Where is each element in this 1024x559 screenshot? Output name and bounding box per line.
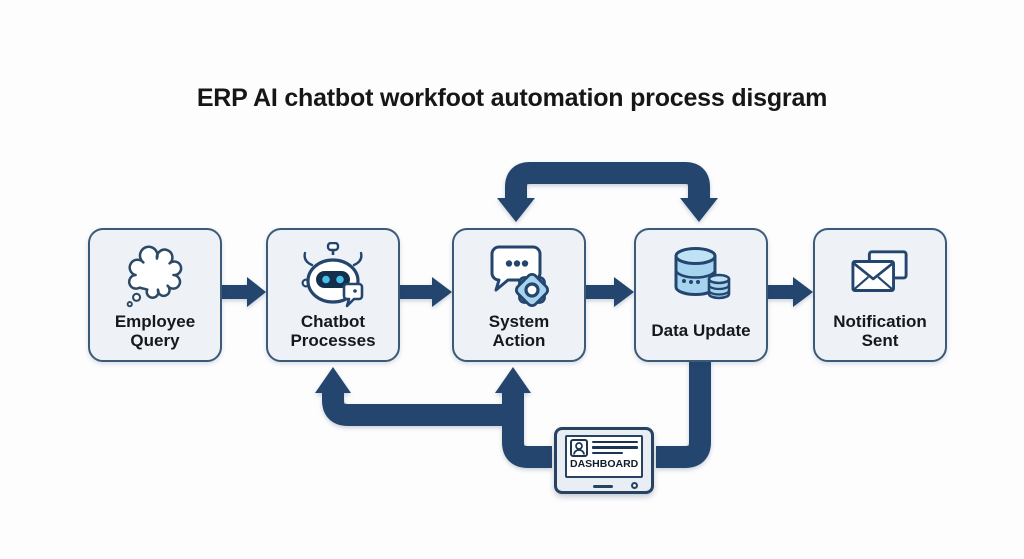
top-loop-system-data xyxy=(497,162,718,222)
forward-arrows xyxy=(221,277,813,307)
envelopes-icon xyxy=(845,241,915,311)
node-label-chatbot-processes: Chatbot Processes xyxy=(290,311,376,350)
tablet-button-icon xyxy=(631,482,638,489)
bottom-feedback-loop xyxy=(315,360,711,468)
dashboard-label: DASHBOARD xyxy=(570,458,639,470)
database-icon xyxy=(665,241,737,311)
feedback-data-to-dashboard-line xyxy=(656,360,711,468)
user-badge-icon xyxy=(570,439,588,457)
feedback-arrowhead-chatbot xyxy=(315,367,351,393)
top-loop-arrowhead-data xyxy=(680,198,718,222)
arrow-system-to-data xyxy=(585,277,634,307)
node-label-notification-sent: Notification Sent xyxy=(833,311,927,350)
node-label-system-action: System Action xyxy=(488,311,550,350)
dashboard-screen: DASHBOARD xyxy=(565,435,643,478)
feedback-dashboard-to-system-line xyxy=(502,390,552,468)
feedback-arrowhead-system xyxy=(495,367,531,393)
thought-cloud-icon xyxy=(122,241,188,311)
dashboard-text-lines-icon xyxy=(592,441,638,455)
node-data-update: Data Update xyxy=(634,228,768,362)
arrow-data-to-notification xyxy=(767,277,813,307)
robot-chatbot-icon xyxy=(297,241,369,311)
top-loop-bridge-line xyxy=(505,162,710,202)
dashboard-device: DASHBOARD xyxy=(554,427,654,494)
node-notification-sent: Notification Sent xyxy=(813,228,947,362)
diagram-title: ERP AI chatbot workfoot automation proce… xyxy=(196,84,828,112)
node-label-data-update: Data Update xyxy=(651,321,751,341)
gear-icon xyxy=(514,272,550,308)
arrow-employee-to-chatbot xyxy=(221,277,266,307)
feedback-branch-to-chatbot-line xyxy=(322,390,513,426)
node-employee-query: Employee Query xyxy=(88,228,222,362)
node-chatbot-processes: Chatbot Processes xyxy=(266,228,400,362)
node-system-action: System Action xyxy=(452,228,586,362)
top-loop-arrowhead-system xyxy=(497,198,535,222)
arrow-chatbot-to-system xyxy=(399,277,452,307)
tablet-home-bar-icon xyxy=(593,485,613,488)
node-label-employee-query: Employee Query xyxy=(114,311,196,350)
chat-bubble-gear-icon xyxy=(483,241,555,311)
